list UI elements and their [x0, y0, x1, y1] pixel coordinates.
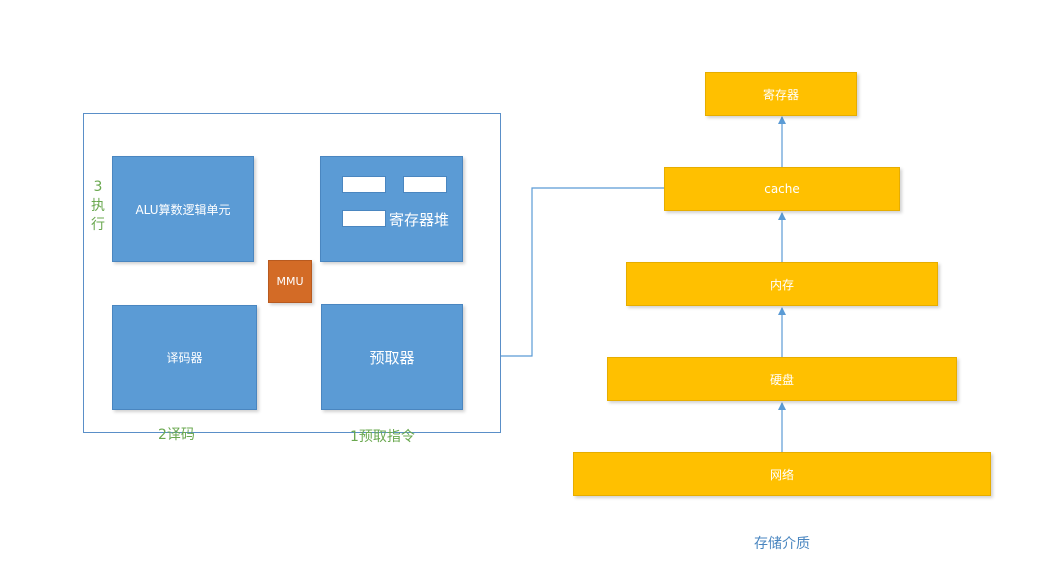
register-file-block: 寄存器堆 [320, 156, 463, 262]
mmu-block: MMU [268, 260, 312, 303]
stage-fetch-label: 1预取指令 [350, 429, 415, 445]
storage-level-network: 网络 [573, 452, 991, 496]
stage-execute-label: 3 执 行 [88, 178, 108, 235]
storage-level-label: 网络 [769, 467, 794, 482]
stage-decode-label: 2译码 [158, 427, 195, 443]
stage-execute-number: 3 [93, 179, 103, 195]
storage-level-register: 寄存器 [705, 72, 857, 116]
storage-level-label: cache [764, 182, 800, 196]
alu-label: ALU算数逻辑单元 [135, 202, 231, 217]
prefetch-block: 预取器 [321, 304, 463, 410]
storage-level-label: 寄存器 [762, 87, 799, 102]
register-file-label: 寄存器堆 [389, 211, 450, 229]
stage-execute-line2: 行 [91, 217, 105, 233]
register-slot-2 [403, 176, 447, 193]
storage-caption: 存储介质 [754, 536, 810, 552]
storage-level-disk: 硬盘 [607, 357, 957, 401]
mmu-label: MMU [276, 275, 304, 288]
register-slot-3 [342, 210, 386, 227]
storage-level-label: 内存 [769, 277, 794, 292]
register-slot-1 [342, 176, 386, 193]
storage-level-label: 硬盘 [769, 372, 794, 387]
storage-level-memory: 内存 [626, 262, 938, 306]
storage-level-cache: cache [664, 167, 900, 211]
alu-block: ALU算数逻辑单元 [112, 156, 254, 262]
prefetch-label: 预取器 [369, 348, 415, 367]
decoder-label: 译码器 [166, 351, 203, 365]
stage-execute-line1: 执 [91, 198, 105, 214]
decoder-block: 译码器 [112, 305, 257, 410]
